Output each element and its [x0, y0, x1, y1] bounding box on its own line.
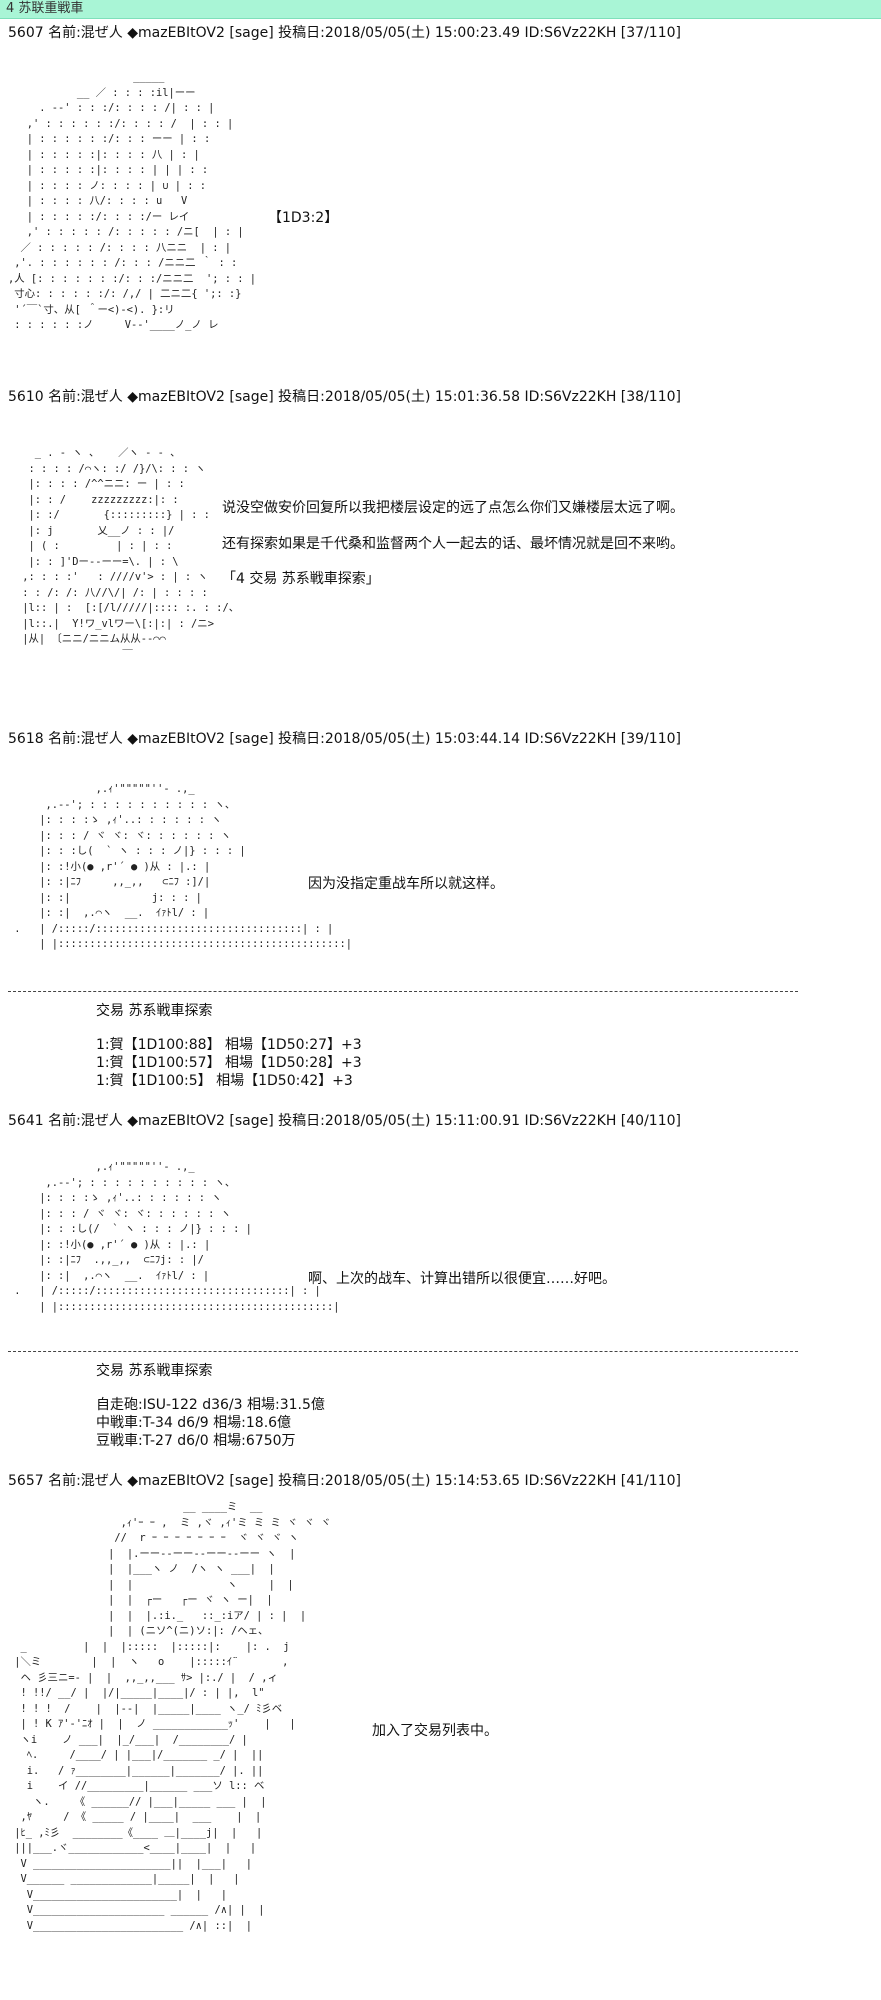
post-text-line: 啊、上次的战车、计算出错所以很便宜……好吧。	[308, 1271, 616, 1287]
post-header: 5618 名前:混ぜ人 ◆mazEBItOV2 [sage] 投稿日:2018/…	[8, 731, 681, 747]
trade-list-item: 1:賀【1D100:57】 相場【1D50:28】+3	[96, 1055, 362, 1071]
trade-list-item: 豆戦車:T-27 d6/0 相場:6750万	[96, 1433, 296, 1449]
post-header: 5610 名前:混ぜ人 ◆mazEBItOV2 [sage] 投稿日:2018/…	[8, 389, 681, 405]
trade-list-item: 中戦車:T-34 d6/9 相場:18.6億	[96, 1415, 292, 1431]
post-header: 5607 名前:混ぜ人 ◆mazEBItOV2 [sage] 投稿日:2018/…	[8, 25, 681, 41]
ascii-art-character: ,.ｨ'"""""''- .,_ ,.--'; : : : : : : : : …	[14, 1161, 340, 1313]
trade-list: 1:賀【1D100:88】 相場【1D50:27】+3 1:賀【1D100:57…	[96, 1036, 362, 1090]
top-tab-bar[interactable]: 4 苏联重戦車	[0, 0, 881, 19]
dice-roll-result: 【1D3:2】	[268, 210, 339, 226]
trade-list-item: 自走砲:ISU-122 d36/3 相場:31.5億	[96, 1397, 325, 1413]
trade-list: 自走砲:ISU-122 d36/3 相場:31.5億 中戦車:T-34 d6/9…	[96, 1396, 325, 1450]
ascii-art-character: _ . - ヽ 、 ／ヽ ‐ - 、 : : : : /⌒ヽ: :/ /}/\:…	[22, 447, 240, 661]
trade-list-item: 1:賀【1D100:88】 相場【1D50:27】+3	[96, 1037, 362, 1053]
post-header: 5641 名前:混ぜ人 ◆mazEBItOV2 [sage] 投稿日:2018/…	[8, 1113, 681, 1129]
ascii-art-character: ,.ｨ'"""""''- .,_ ,.--'; : : : : : : : : …	[14, 783, 353, 950]
trade-title: 交易 苏系戦車探索	[96, 1003, 213, 1019]
trade-title: 交易 苏系戦車探索	[96, 1363, 213, 1379]
ascii-art-character: __ ____ミ __ ,ｨ'ｰ ｰ , ミ ,ヾ ,ｨ'ミ ミ ミ ヾ ヾ ヾ…	[14, 1501, 331, 1932]
post-text-line: 因为没指定重战车所以就这样。	[308, 876, 504, 892]
dashed-divider	[8, 1351, 798, 1352]
post-text-line: 说没空做安价回复所以我把楼层设定的远了点怎么你们又嫌楼层太远了啊。	[222, 500, 684, 516]
top-tab-label: 4 苏联重戦車	[6, 1, 84, 16]
dashed-divider	[8, 991, 798, 992]
trade-list-item: 1:賀【1D100:5】 相場【1D50:42】+3	[96, 1073, 353, 1089]
post-header: 5657 名前:混ぜ人 ◆mazEBItOV2 [sage] 投稿日:2018/…	[8, 1473, 681, 1489]
ascii-art-character: _____ __ ／ : : : :il|ーー . -‐' : : :/: : …	[8, 71, 256, 331]
post-text-line: 还有探索如果是千代桑和监督两个人一起去的话、最坏情况就是回不来哟。	[222, 536, 684, 552]
post-text-line: 「4 交易 苏系戦車探索」	[222, 571, 380, 587]
post-text-line: 加入了交易列表中。	[372, 1723, 498, 1739]
